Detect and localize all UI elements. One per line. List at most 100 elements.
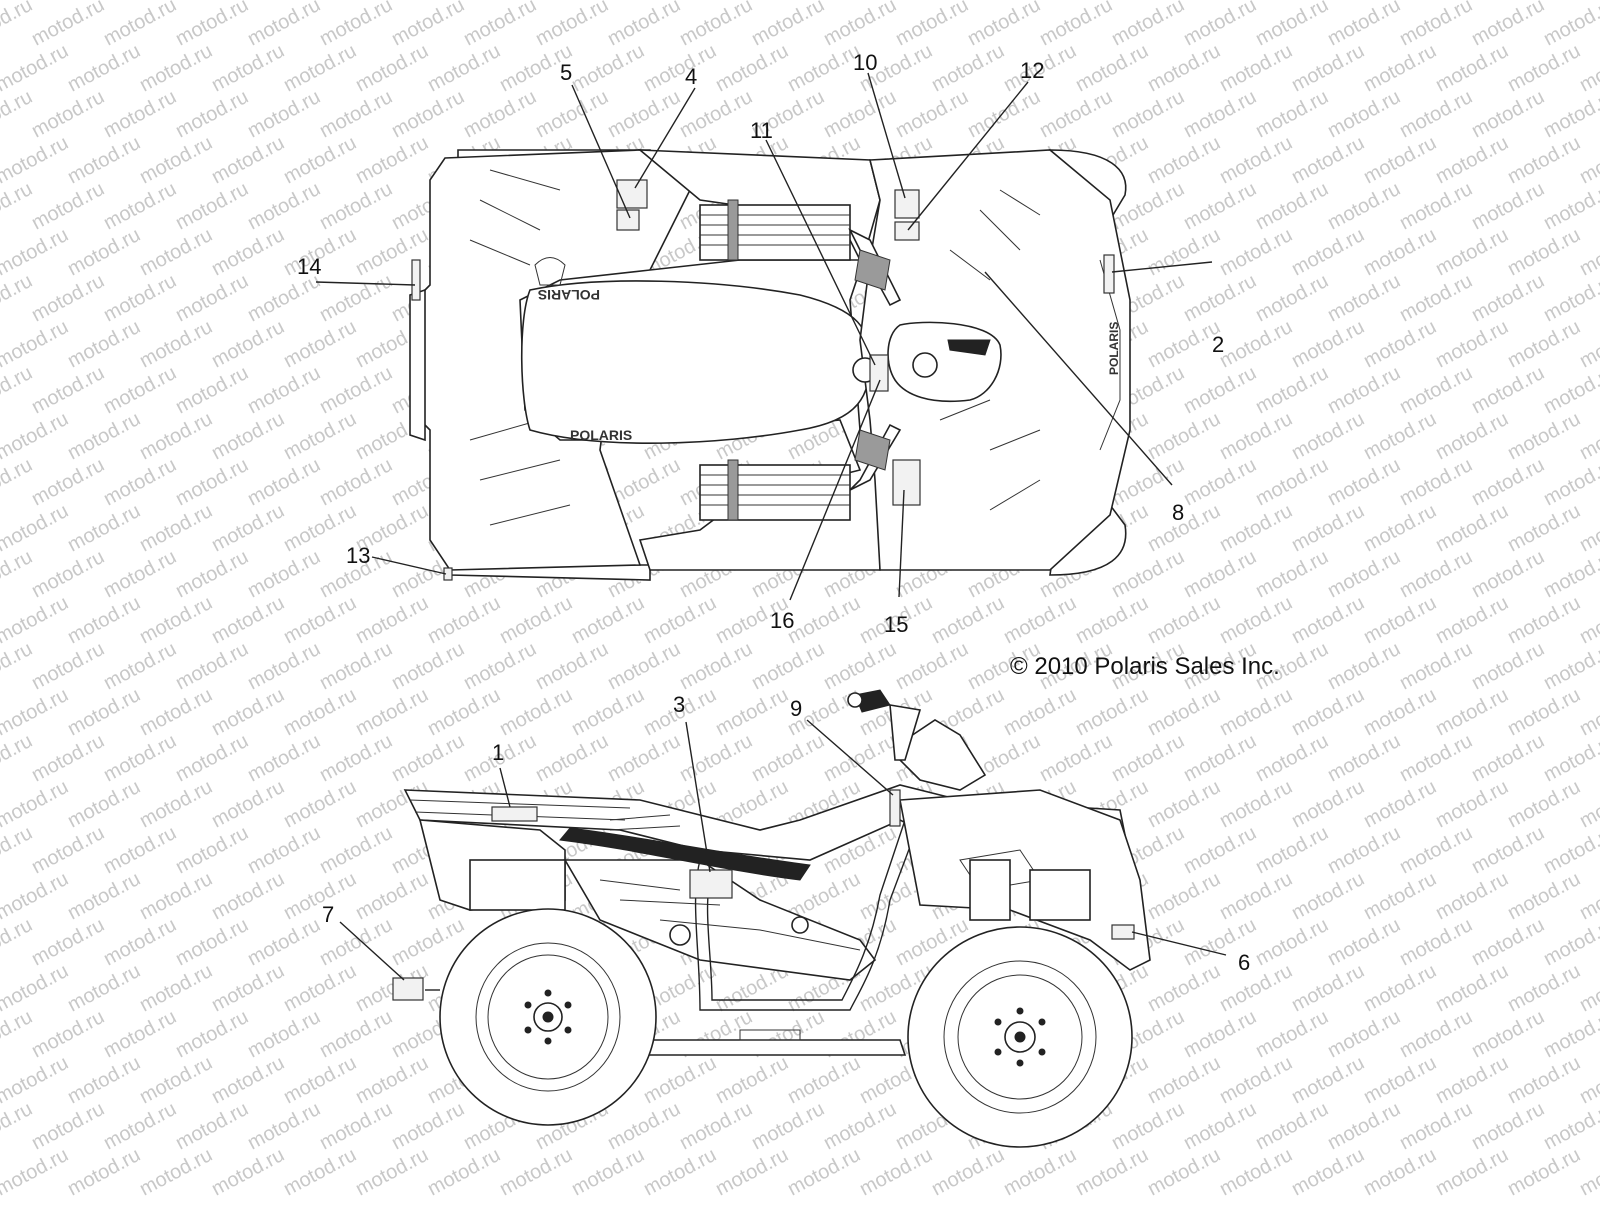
watermark-text: motod.ru [784,592,864,648]
watermark-text: motod.ru [280,1052,360,1108]
watermark-text: motod.ru [172,454,252,510]
watermark-text: motod.ru [136,0,216,4]
watermark-text: motod.ru [316,454,396,510]
watermark-text: motod.ru [712,1144,792,1200]
watermark-text: motod.ru [1288,0,1368,4]
watermark-text: motod.ru [280,960,360,1016]
watermark-text: motod.ru [532,0,612,50]
watermark-text: motod.ru [172,822,252,878]
watermark-text: motod.ru [1216,960,1296,1016]
watermark-text: motod.ru [208,1052,288,1108]
watermark-text: motod.ru [352,1052,432,1108]
watermark-text: motod.ru [1288,132,1368,188]
decal-7 [393,978,423,1000]
watermark-text: motod.ru [316,270,396,326]
watermark-text: motod.ru [1108,546,1188,602]
watermark-text: motod.ru [64,408,144,464]
watermark-text: motod.ru [1216,1052,1296,1108]
watermark-text: motod.ru [1252,86,1332,142]
watermark-text: motod.ru [136,776,216,832]
watermark-text: motod.ru [64,868,144,924]
watermark-text: motod.ru [1072,1144,1152,1200]
watermark-text: motod.ru [1216,684,1296,740]
watermark-text: motod.ru [100,0,180,50]
watermark-text: motod.ru [1468,1098,1548,1154]
watermark-text: motod.ru [1360,776,1440,832]
watermark-text: motod.ru [1108,0,1188,50]
watermark-text: motod.ru [208,684,288,740]
watermark-text: motod.ru [1252,270,1332,326]
watermark-text: motod.ru [28,362,108,418]
watermark-text: motod.ru [0,1144,72,1200]
watermark-text: motod.ru [244,546,324,602]
watermark-text: motod.ru [1396,0,1476,50]
watermark-text: motod.ru [568,684,648,740]
watermark-text: motod.ru [892,86,972,142]
watermark-text: motod.ru [1216,776,1296,832]
watermark-text: motod.ru [100,546,180,602]
watermark-text: motod.ru [208,868,288,924]
watermark-text: motod.ru [496,1144,576,1200]
watermark-text: motod.ru [928,40,1008,96]
watermark-text: motod.ru [1360,960,1440,1016]
watermark-text: motod.ru [1468,914,1548,970]
watermark-text: motod.ru [1432,1052,1512,1108]
watermark-text: motod.ru [784,1144,864,1200]
watermark-text: motod.ru [1360,1144,1440,1200]
callout-2: 2 [1212,332,1224,357]
watermark-text: motod.ru [1576,1052,1600,1108]
watermark-text: motod.ru [28,454,108,510]
watermark-text: motod.ru [208,316,288,372]
callout-6: 6 [1238,950,1250,975]
watermark-text: motod.ru [1288,500,1368,556]
callout-9: 9 [790,696,802,721]
watermark-text: motod.ru [1504,40,1584,96]
watermark-text: motod.ru [1432,132,1512,188]
watermark-text: motod.ru [316,86,396,142]
watermark-text: motod.ru [244,822,324,878]
watermark-text: motod.ru [136,1144,216,1200]
watermark-text: motod.ru [0,592,72,648]
watermark-text: motod.ru [712,0,792,4]
watermark-text: motod.ru [64,776,144,832]
decal-14 [412,260,420,300]
watermark-text: motod.ru [208,408,288,464]
watermark-text: motod.ru [1360,592,1440,648]
watermark-text: motod.ru [1288,316,1368,372]
watermark-text: motod.ru [1504,868,1584,924]
watermark-text: motod.ru [64,684,144,740]
watermark-text: motod.ru [1360,316,1440,372]
watermark-text: motod.ru [1324,638,1404,694]
watermark-text: motod.ru [136,40,216,96]
watermark-text: motod.ru [1360,40,1440,96]
watermark-text: motod.ru [1504,500,1584,556]
watermark-text: motod.ru [244,1006,324,1062]
watermark-text: motod.ru [1144,960,1224,1016]
watermark-text: motod.ru [352,132,432,188]
watermark-text: motod.ru [460,86,540,142]
watermark-text: motod.ru [1144,224,1224,280]
watermark-text: motod.ru [1396,86,1476,142]
watermark-text: motod.ru [1468,86,1548,142]
watermark-text: motod.ru [532,730,612,786]
watermark-text: motod.ru [964,0,1044,50]
watermark-text: motod.ru [1360,1052,1440,1108]
watermark-text: motod.ru [1576,684,1600,740]
watermark-text: motod.ru [1324,1098,1404,1154]
watermark-text: motod.ru [892,0,972,50]
watermark-text: motod.ru [100,1098,180,1154]
watermark-text: motod.ru [1000,592,1080,648]
watermark-text: motod.ru [100,822,180,878]
watermark-text: motod.ru [1252,454,1332,510]
watermark-text: motod.ru [244,914,324,970]
watermark-text: motod.ru [136,868,216,924]
watermark-text: motod.ru [208,500,288,556]
watermark-text: motod.ru [424,0,504,4]
watermark-text: motod.ru [208,776,288,832]
watermark-text: motod.ru [1288,592,1368,648]
watermark-text: motod.ru [856,0,936,4]
decal-12 [895,222,919,240]
watermark-text: motod.ru [1324,546,1404,602]
watermark-text: motod.ru [316,0,396,50]
watermark-text: motod.ru [100,86,180,142]
